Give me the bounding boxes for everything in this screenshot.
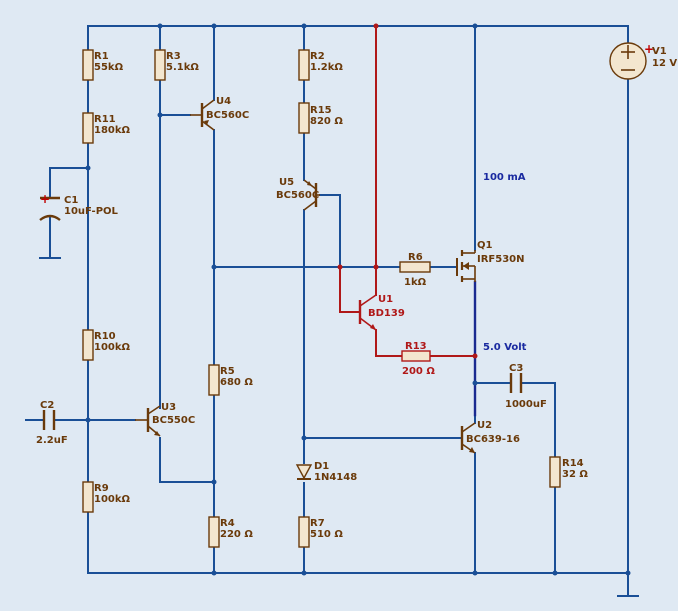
c1-value: 10uF-POL — [64, 206, 119, 217]
u4-value: BC560C — [206, 110, 249, 121]
u2-ref: U2 — [477, 420, 492, 431]
u5-value: BC560C — [276, 190, 319, 201]
highlighted-wires — [339, 25, 477, 417]
u2-value: BC639-16 — [466, 434, 520, 445]
r5-ref: R5 — [220, 366, 235, 377]
q1-value: IRF530N — [477, 254, 525, 265]
r11-value: 180kΩ — [94, 125, 131, 136]
r10-ref: R10 — [94, 331, 116, 342]
transistor-u4: U4 BC560C — [190, 96, 249, 131]
r7-value: 510 Ω — [310, 529, 343, 540]
r5-value: 680 Ω — [220, 377, 253, 388]
resistor-r4: R4 220 Ω — [208, 516, 253, 548]
r14-ref: R14 — [562, 458, 584, 469]
current-annotation: 100 mA — [483, 172, 526, 183]
r4-value: 220 Ω — [220, 529, 253, 540]
resistor-r6: R6 1kΩ — [399, 252, 431, 288]
u5-ref: U5 — [279, 177, 294, 188]
resistor-r15: R15 820 Ω — [298, 102, 343, 134]
junctions — [85, 23, 631, 576]
c2-value: 2.2uF — [36, 435, 68, 446]
r15-value: 820 Ω — [310, 116, 343, 127]
transistor-u1: U1 BD139 — [358, 294, 405, 331]
r11-ref: R11 — [94, 114, 116, 125]
r6-ref: R6 — [408, 252, 423, 263]
resistor-r14: R14 32 Ω — [549, 456, 588, 488]
r1-value: 55kΩ — [94, 62, 124, 73]
u1-ref: U1 — [378, 294, 393, 305]
d1-ref: D1 — [314, 461, 329, 472]
d1-value: 1N4148 — [314, 472, 357, 483]
resistor-r10: R10 100kΩ — [82, 329, 131, 361]
resistor-r9: R9 100kΩ — [82, 481, 131, 513]
svg-text:+: + — [40, 192, 50, 206]
r13-ref: R13 — [405, 341, 427, 352]
r9-ref: R9 — [94, 483, 109, 494]
u3-value: BC550C — [152, 415, 195, 426]
u1-value: BD139 — [368, 308, 405, 319]
resistor-r1: R1 55kΩ — [82, 49, 124, 81]
resistor-r3: R3 5.1kΩ — [154, 49, 199, 81]
resistor-r5: R5 680 Ω — [208, 364, 253, 396]
c1-ref: C1 — [64, 195, 78, 206]
r10-value: 100kΩ — [94, 342, 131, 353]
r3-ref: R3 — [166, 51, 181, 62]
r1-ref: R1 — [94, 51, 109, 62]
r13-value: 200 Ω — [402, 366, 435, 377]
capacitor-c3: C3 1000uF — [505, 363, 547, 410]
transistor-u2: U2 BC639-16 — [460, 420, 520, 454]
v1-ref: V1 — [652, 46, 667, 57]
diode-d1: D1 1N4148 — [295, 461, 357, 483]
r6-value: 1kΩ — [404, 277, 427, 288]
voltage-source-v1: + V1 12 V — [609, 42, 677, 80]
r2-ref: R2 — [310, 51, 325, 62]
wires — [25, 25, 639, 597]
r14-value: 32 Ω — [562, 469, 588, 480]
u3-ref: U3 — [161, 402, 176, 413]
r7-ref: R7 — [310, 518, 325, 529]
c2-ref: C2 — [40, 400, 54, 411]
u4-ref: U4 — [216, 96, 231, 107]
r2-value: 1.2kΩ — [310, 62, 343, 73]
c3-ref: C3 — [509, 363, 523, 374]
transistor-q1: Q1 IRF530N — [456, 240, 525, 282]
voltage-annotation: 5.0 Volt — [483, 342, 527, 353]
resistor-r13: R13 200 Ω — [401, 341, 435, 377]
svg-text:+: + — [644, 42, 654, 56]
transistor-u5: U5 BC560C — [276, 177, 320, 211]
c3-value: 1000uF — [505, 399, 547, 410]
capacitor-c1: + C1 10uF-POL — [39, 192, 119, 221]
r15-ref: R15 — [310, 105, 332, 116]
resistor-r7: R7 510 Ω — [298, 516, 343, 548]
r4-ref: R4 — [220, 518, 235, 529]
resistor-r2: R2 1.2kΩ — [298, 49, 343, 81]
transistor-u3: U3 BC550C — [135, 402, 195, 437]
v1-value: 12 V — [652, 58, 677, 69]
q1-ref: Q1 — [477, 240, 493, 251]
capacitor-c2: C2 2.2uF — [36, 400, 68, 446]
resistor-r11: R11 180kΩ — [82, 112, 131, 144]
r9-value: 100kΩ — [94, 494, 131, 505]
r3-value: 5.1kΩ — [166, 62, 199, 73]
